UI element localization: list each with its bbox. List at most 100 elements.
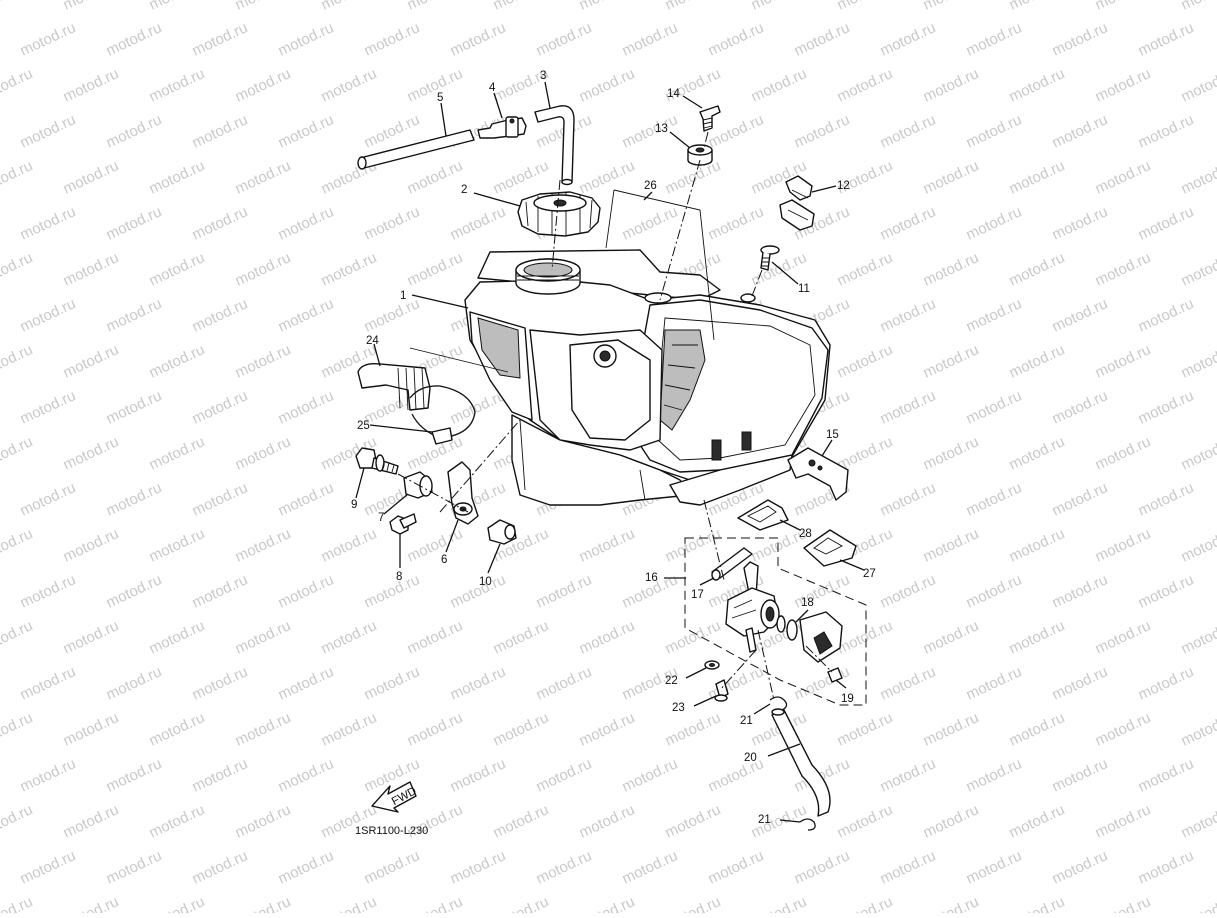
fuel-cap (517, 191, 601, 237)
watermark-text: motod.ru (835, 893, 896, 913)
watermark-text: motod.ru (1050, 387, 1111, 427)
watermark-text: motod.ru (448, 19, 509, 59)
callout-16: 16 (645, 572, 658, 584)
collar-10 (487, 519, 517, 545)
watermark-text: motod.ru (362, 19, 423, 59)
watermark-text: motod.ru (18, 387, 79, 427)
watermark-text: motod.ru (921, 249, 982, 289)
watermark-text: motod.ru (792, 19, 853, 59)
callout-18: 18 (801, 597, 814, 609)
watermark-text: motod.ru (964, 387, 1025, 427)
watermark-text: motod.ru (964, 19, 1025, 59)
watermark-text: motod.ru (448, 755, 509, 795)
gasket-28 (737, 499, 789, 531)
watermark-text: motod.ru (61, 249, 122, 289)
watermark-text: motod.ru (18, 663, 79, 703)
watermark-text: motod.ru (104, 571, 165, 611)
watermark-text: motod.ru (878, 755, 939, 795)
watermark-text: motod.ru (190, 111, 251, 151)
callout-6: 6 (441, 554, 447, 566)
watermark-text: motod.ru (0, 0, 35, 14)
watermark-text: motod.ru (1136, 203, 1197, 243)
watermark-text: motod.ru (663, 893, 724, 913)
watermark-text: motod.ru (835, 709, 896, 749)
watermark-text: motod.ru (147, 617, 208, 657)
watermark-text: motod.ru (405, 893, 466, 913)
watermark-text: motod.ru (706, 111, 767, 151)
watermark-text: motod.ru (1093, 0, 1154, 14)
watermark-text: motod.ru (663, 525, 724, 565)
callout-4: 4 (489, 82, 496, 94)
fuel-hose-20 (771, 708, 831, 817)
callout-9: 9 (351, 499, 357, 511)
watermark-text: motod.ru (835, 0, 896, 14)
watermark-text: motod.ru (61, 0, 122, 14)
watermark-text: motod.ru (964, 755, 1025, 795)
watermark-text: motod.ru (1136, 479, 1197, 519)
watermark-text: motod.ru (1136, 663, 1197, 703)
watermark-text: motod.ru (491, 801, 552, 841)
watermark-text: motod.ru (534, 19, 595, 59)
watermark-text: motod.ru (577, 65, 638, 105)
callout-23: 23 (672, 702, 685, 714)
watermark-text: motod.ru (706, 847, 767, 887)
bolt-9 (355, 447, 399, 475)
watermark-text: motod.ru (749, 893, 810, 913)
o-ring-18b (786, 619, 798, 641)
watermark-text: motod.ru (1179, 709, 1217, 749)
watermark-text: motod.ru (362, 571, 423, 611)
watermark-text: motod.ru (147, 893, 208, 913)
watermark-text: motod.ru (878, 663, 939, 703)
watermark-text: motod.ru (878, 479, 939, 519)
watermark-text: motod.ru (1007, 249, 1068, 289)
watermark-text: motod.ru (147, 341, 208, 381)
watermark-text: motod.ru (878, 295, 939, 335)
watermark-text: motod.ru (276, 479, 337, 519)
watermark-text: motod.ru (878, 571, 939, 611)
watermark-text: motod.ru (1050, 571, 1111, 611)
watermark-text: motod.ru (1050, 111, 1111, 151)
watermark-text: motod.ru (534, 755, 595, 795)
watermark-text: motod.ru (18, 203, 79, 243)
watermark-text: motod.ru (1007, 893, 1068, 913)
watermark-text: motod.ru (1050, 479, 1111, 519)
watermark-text: motod.ru (233, 801, 294, 841)
watermark-text: motod.ru (792, 111, 853, 151)
watermark-text: motod.ru (706, 203, 767, 243)
watermark-text: motod.ru (319, 65, 380, 105)
bolt-11 (760, 245, 780, 271)
watermark-text: motod.ru (276, 203, 337, 243)
watermark-text: motod.ru (921, 801, 982, 841)
watermark-text: motod.ru (577, 893, 638, 913)
watermark-text: motod.ru (104, 479, 165, 519)
watermark-text: motod.ru (1093, 525, 1154, 565)
watermark-text: motod.ru (577, 525, 638, 565)
bolt-14 (699, 105, 721, 132)
watermark-text: motod.ru (0, 341, 35, 381)
watermark-text: motod.ru (104, 19, 165, 59)
watermark-text: motod.ru (18, 295, 79, 335)
watermark-text: motod.ru (491, 893, 552, 913)
watermark-text: motod.ru (104, 663, 165, 703)
watermark-text: motod.ru (921, 525, 982, 565)
callout-11: 11 (798, 283, 810, 295)
watermark-text: motod.ru (491, 0, 552, 14)
watermark-text: motod.ru (663, 617, 724, 657)
watermark-text: motod.ru (1093, 433, 1154, 473)
watermark-text: motod.ru (835, 341, 896, 381)
fuel-cock-assembly-outline (684, 537, 867, 706)
watermark-text: motod.ru (190, 19, 251, 59)
watermark-text: motod.ru (921, 341, 982, 381)
watermark-text: motod.ru (1007, 525, 1068, 565)
watermark-text: motod.ru (534, 847, 595, 887)
watermark-text: motod.ru (190, 203, 251, 243)
watermark-text: motod.ru (61, 893, 122, 913)
watermark-text: motod.ru (577, 157, 638, 197)
watermark-text: motod.ru (878, 387, 939, 427)
watermark-text: motod.ru (319, 249, 380, 289)
watermark-text: motod.ru (61, 617, 122, 657)
watermark-text: motod.ru (276, 663, 337, 703)
watermark-text: motod.ru (233, 0, 294, 14)
watermark-text: motod.ru (147, 65, 208, 105)
